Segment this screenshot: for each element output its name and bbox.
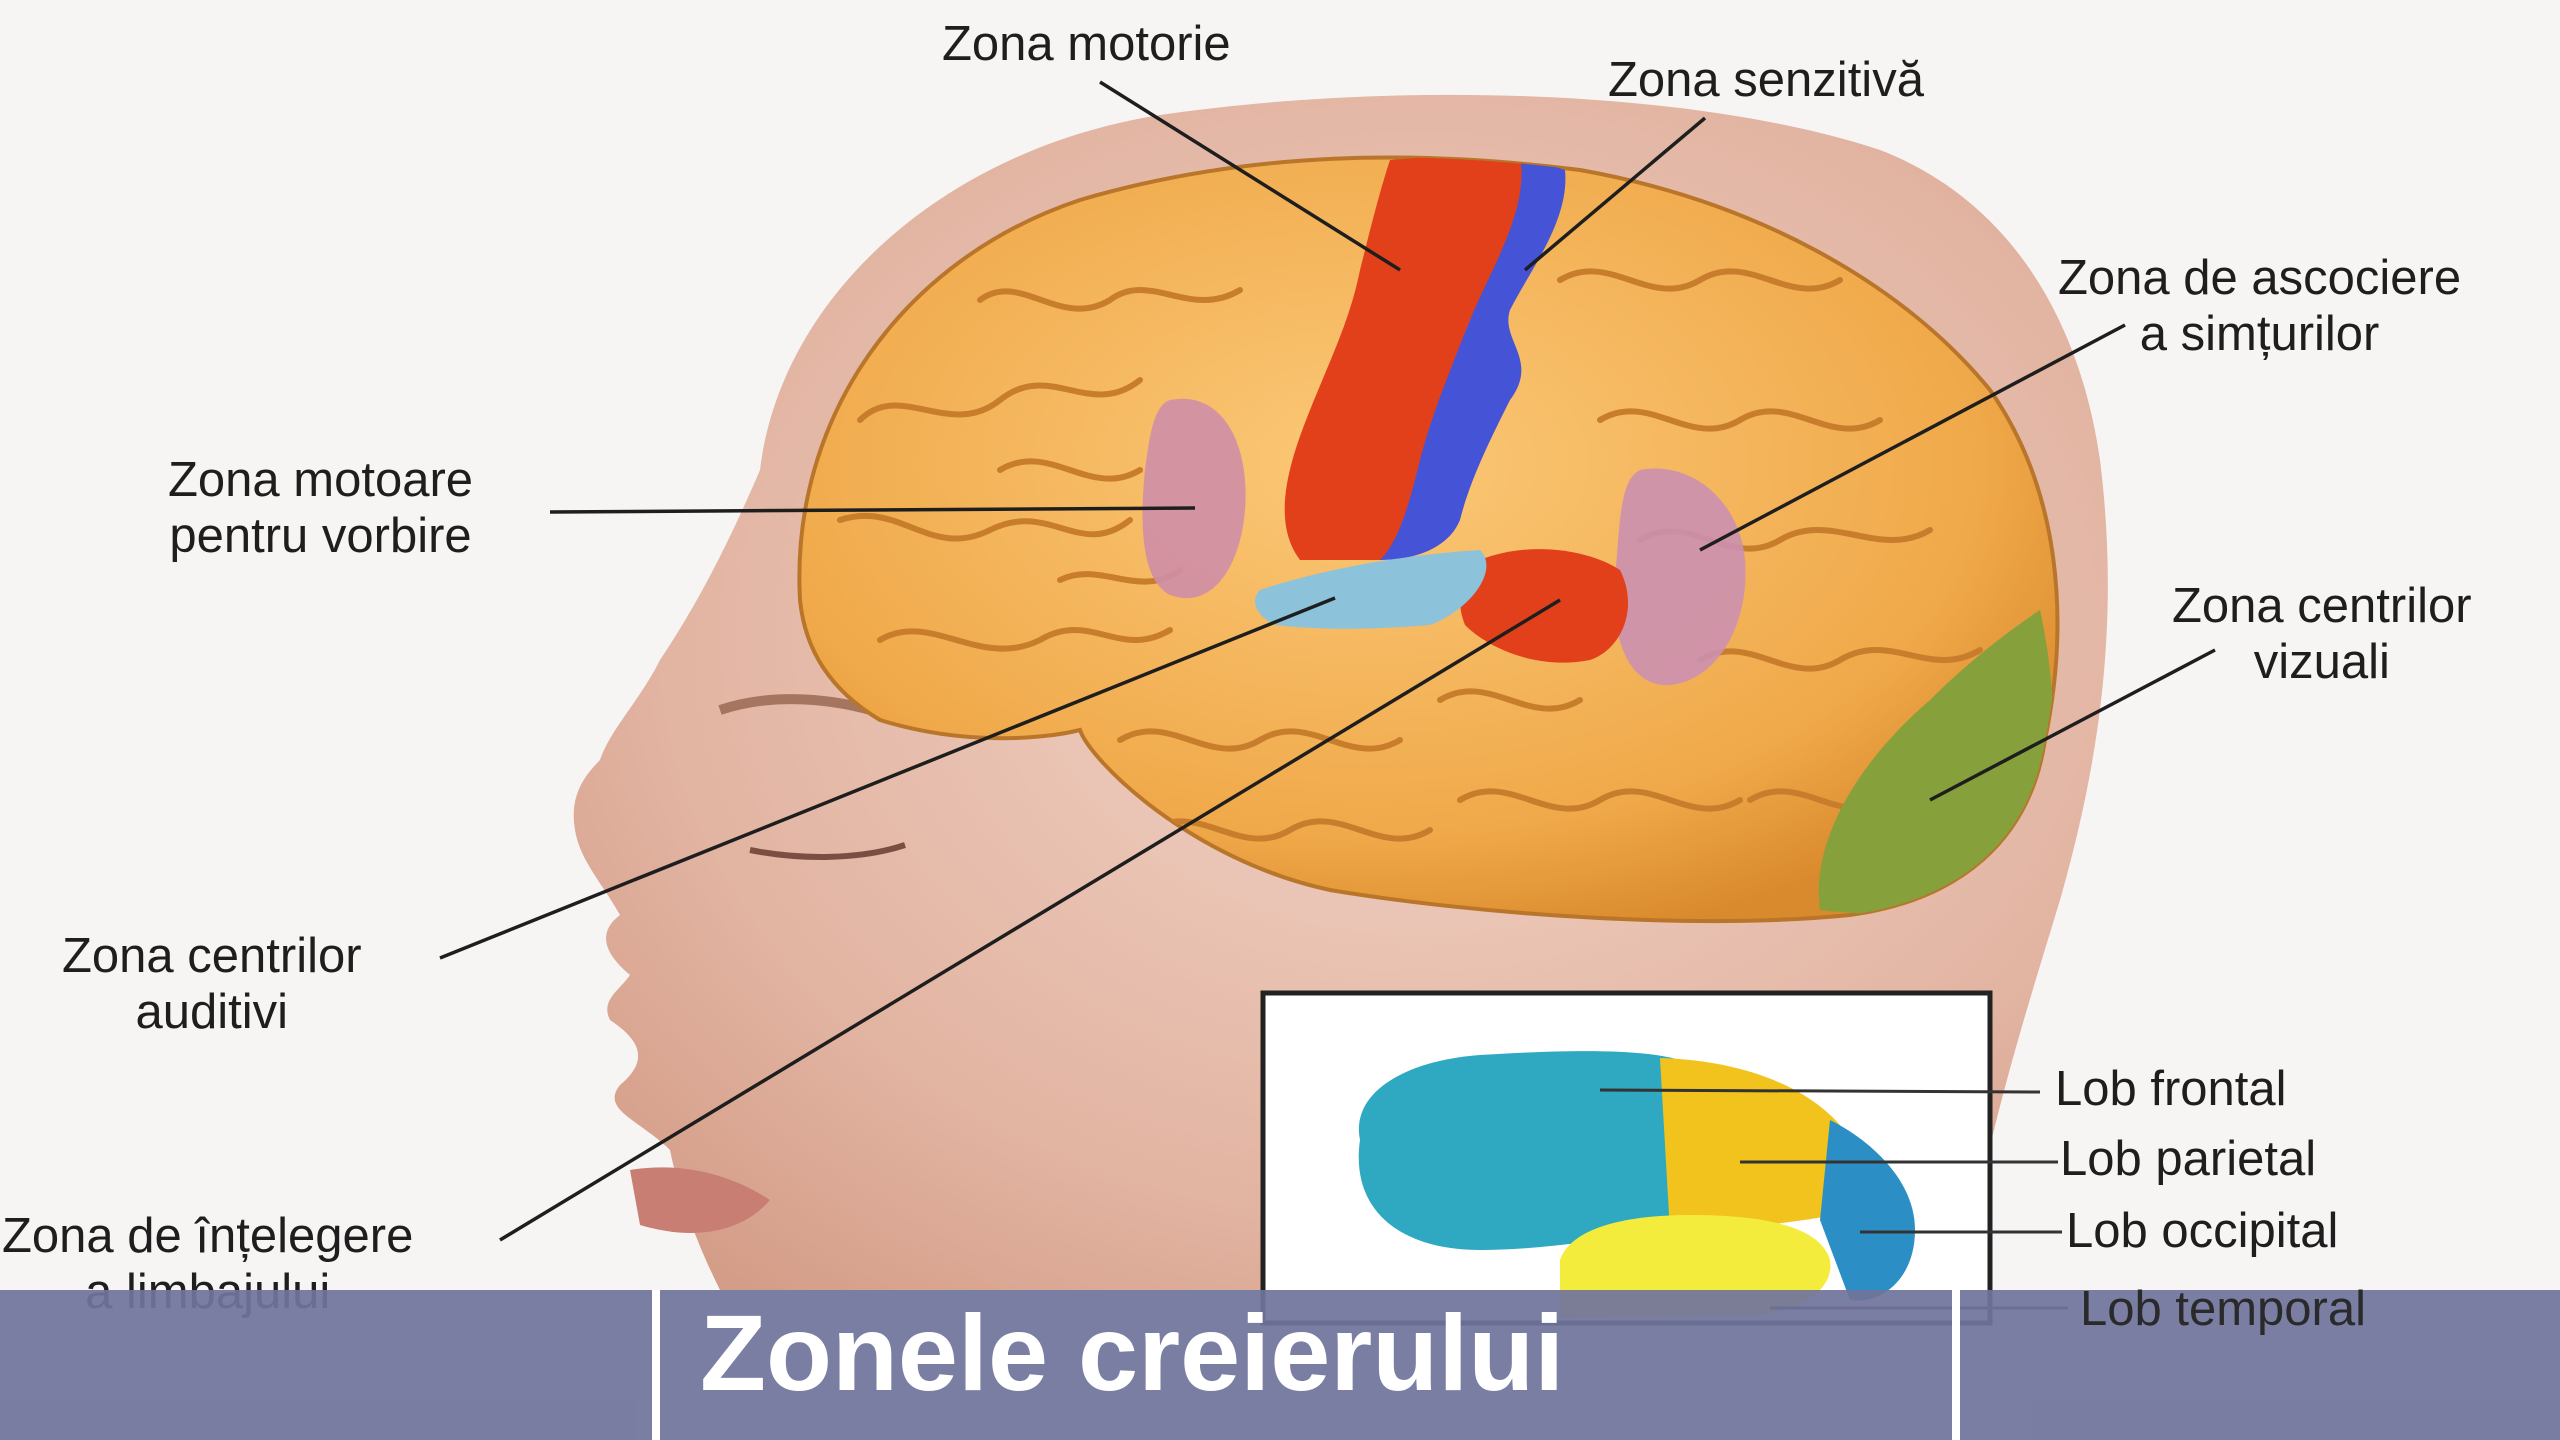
label-auditory-zone: Zona centrilorauditivi <box>62 928 362 1040</box>
label-lob-frontal: Lob frontal <box>2055 1061 2287 1117</box>
label-speech-motor-zone: Zona motoarepentru vorbire <box>168 452 473 564</box>
label-lob-occipital: Lob occipital <box>2066 1203 2338 1259</box>
label-lob-parietal: Lob parietal <box>2060 1131 2316 1187</box>
label-motor-zone: Zona motorie <box>942 16 1231 72</box>
label-sensory-zone: Zona senzitivă <box>1608 52 1924 108</box>
label-lob-temporal: Lob temporal <box>2080 1281 2366 1337</box>
slide-title: Zonele creierului <box>700 1290 1564 1416</box>
label-visual-zone: Zona centrilorvizuali <box>2172 578 2472 690</box>
label-association-zone: Zona de ascocierea simțurilor <box>2058 250 2461 362</box>
